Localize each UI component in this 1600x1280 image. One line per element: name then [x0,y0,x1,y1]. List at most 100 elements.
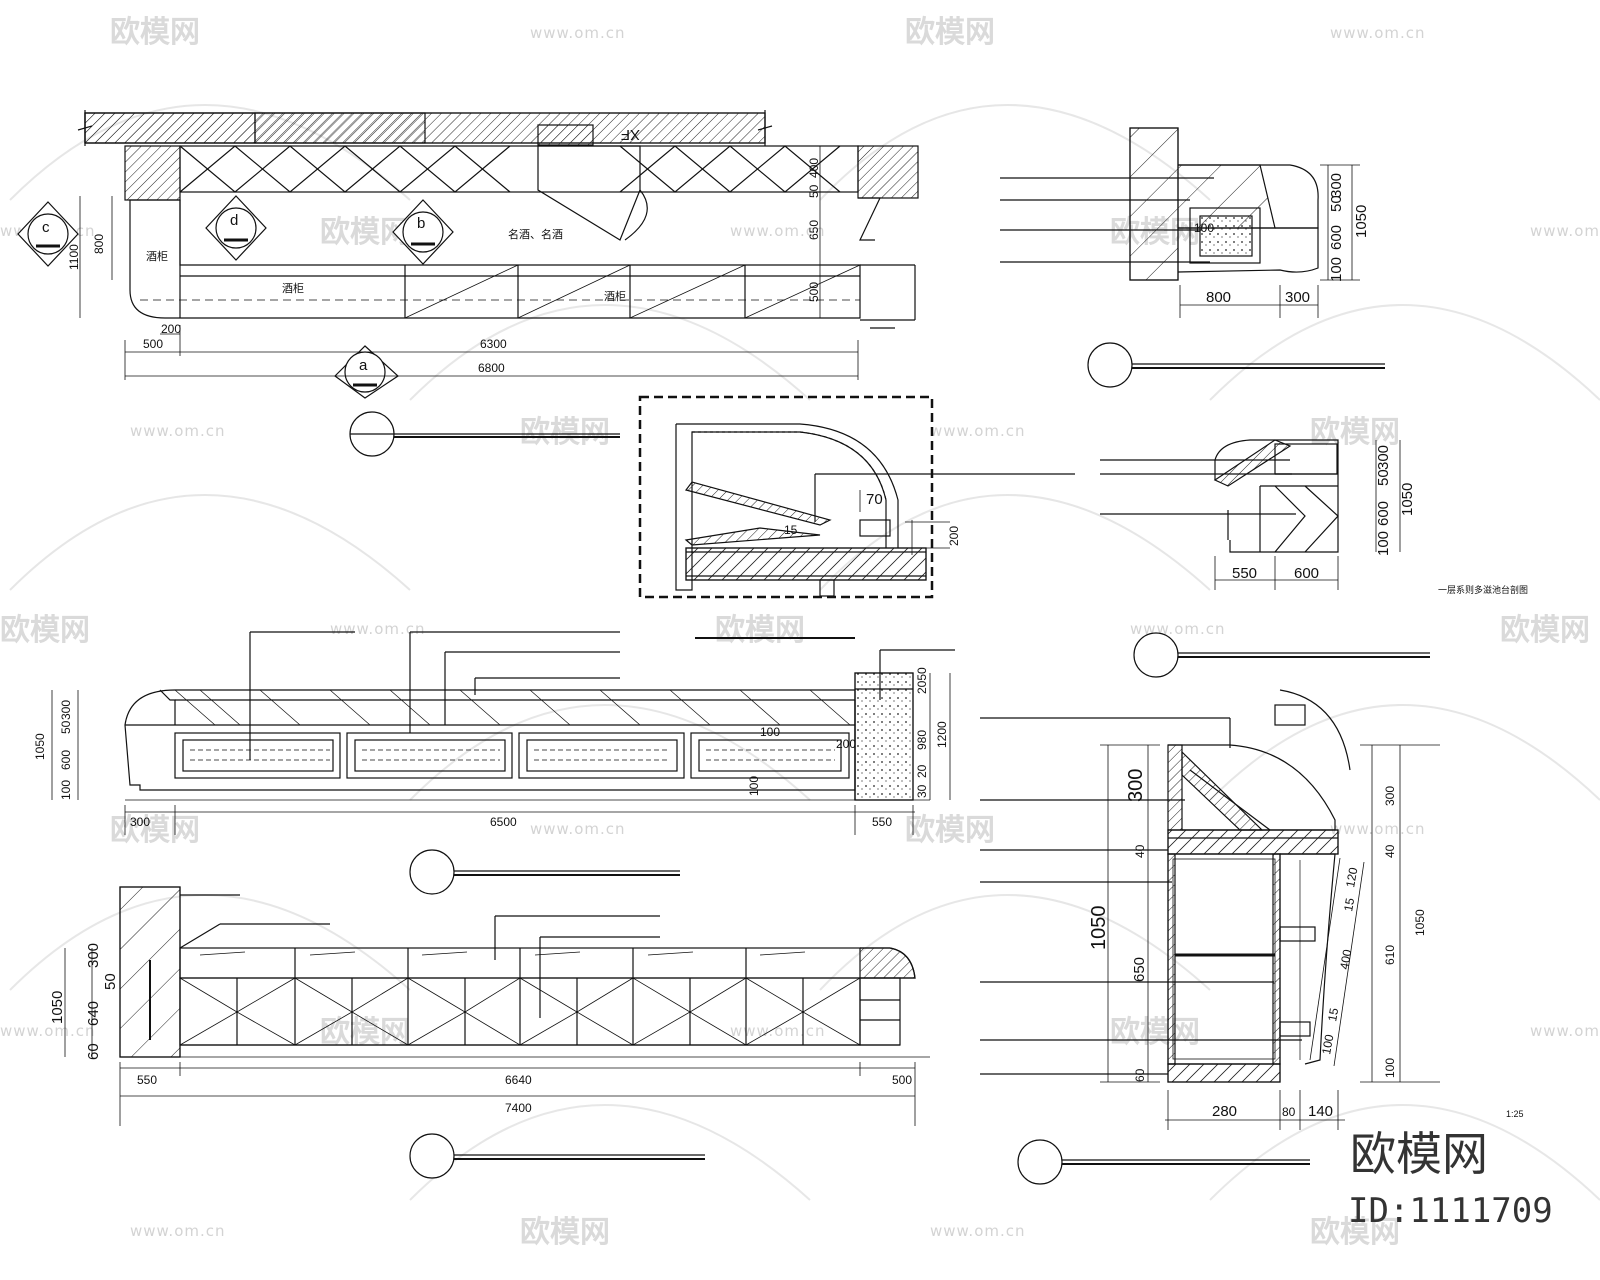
section-marker-b [392,199,454,265]
section-tag-a: a [359,357,368,374]
watermark-logo: 欧模网 [1110,1015,1200,1050]
rear-elevation [64,886,930,1179]
dim-top-b: 50 [807,184,821,198]
watermark-logo: 欧模网 [320,1015,410,1050]
watermark-logo: 欧模网 [110,15,200,50]
dim: 50 [102,973,119,990]
watermark-site: www.om.cn [530,820,626,838]
front-elevation [51,631,955,895]
plan-labels: c d b a 酒柜 名酒、名酒 酒柜 酒柜 XF 6800 6300 500 … [42,126,821,375]
dim: 300 [1375,445,1392,470]
big-section [980,689,1440,1185]
dim: 300 [1328,173,1345,198]
watermark-logo: 欧模网 [1310,1215,1400,1250]
watermark-site: www.om.cn [1530,222,1600,240]
dim: 980 [915,730,929,750]
front-elevation-dims: 300 50 600 100 1050 300 6500 550 2050 98… [33,667,949,829]
dim: 1050 [49,991,66,1024]
big-section-dims: 300 40 1050 650 60 300 40 610 100 1050 1… [1088,769,1524,1120]
dim: 70 [866,491,883,508]
watermark-site: www.om.cn [1130,620,1226,638]
dim: 60 [1133,1068,1147,1082]
dim: 100 [1328,257,1345,282]
watermark-logo: 欧模网 [905,15,995,50]
watermark-site: www.om.cn [730,222,826,240]
dim: 120 [1343,866,1360,888]
dim: 400 [1337,948,1354,970]
watermark-logo: 欧模网 [110,813,200,848]
dim: 550 [872,815,892,829]
cabinet-label: 酒柜 [604,290,626,303]
detail-dims: 70 15 200 [784,491,961,546]
dim-top-c: 650 [807,220,821,240]
watermark-logo: 欧模网 [520,1215,610,1250]
watermark-site: www.om.cn [730,1022,826,1040]
watermark-site: www.om.cn [1330,24,1426,42]
dim: 600 [1328,225,1345,250]
dim: 15 [1341,897,1357,913]
dim: 650 [1131,957,1148,982]
dim: 15 [784,523,798,537]
dim: 80 [1282,1105,1296,1119]
dim: 550 [1232,565,1257,582]
section-tag-c: c [42,219,50,236]
dim: 20 [915,764,929,778]
dim-depth-b: 1100 [67,244,81,270]
brand-stamp: 欧模网 ID:1111709 [1348,1127,1553,1231]
dim: 300 [130,815,150,829]
dim: 200 [947,526,961,546]
cabinet-label: 酒柜 [282,282,304,295]
section-small-b-dims: 300 50 600 100 1050 550 600 一层系则多滋池台剖图 [1232,445,1528,595]
dim: 1050 [1088,906,1110,951]
dim: 15 [1325,1007,1341,1023]
dim: 6640 [505,1073,532,1087]
dim: 600 [1375,501,1392,526]
rear-elevation-dims: 300 50 640 60 1050 550 6640 500 7400 [49,943,912,1115]
cabinet-label: 名酒、名酒 [508,227,563,241]
dim-top-a: 400 [807,158,821,178]
dim: 40 [1133,844,1147,858]
watermark-logo: 欧模网 [1310,415,1400,450]
watermark-site: www.om.cn [1530,1022,1600,1040]
dim: 200 [836,737,856,751]
dim: 40 [1383,844,1397,858]
scale-note: 1:25 [1506,1109,1524,1119]
dim: 2050 [915,667,929,694]
watermark-site: www.om.cn [1330,820,1426,838]
dim: 640 [85,1001,102,1026]
watermark-logo: 欧模网 [715,613,805,648]
front-panels [174,732,850,779]
watermark-site: www.om.cn [0,1022,96,1040]
dim-body: 6300 [480,337,507,351]
dim: 800 [1206,289,1231,306]
brand-name: 欧模网 [1350,1127,1488,1181]
flip-mark: XF [621,126,640,143]
section-marker-a [334,345,399,399]
dim: 100 [1194,221,1214,235]
detail-box [638,395,1075,599]
dim: 50 [59,720,73,734]
dim: 100 [59,780,73,800]
watermark-logo: 欧模网 [905,813,995,848]
cabinet-label: 酒柜 [146,250,168,263]
dim: 100 [1375,531,1392,556]
watermark-layer: 欧模网 www.om.cn 欧模网 www.om.cn 欧模网 www.om.c… [0,15,1600,1250]
dim: 300 [59,700,73,720]
section-marker-c [17,201,79,267]
watermark-site: www.om.cn [930,422,1026,440]
dim: 610 [1383,945,1397,965]
dim: 60 [85,1043,102,1060]
dim: 300 [1285,289,1310,306]
watermark-site: www.om.cn [130,1222,226,1240]
dim: 6500 [490,815,517,829]
section-tag-d: d [230,212,238,229]
dim-depth-a: 800 [92,234,106,254]
watermark-logo: 欧模网 [1500,613,1590,648]
dim: 100 [760,725,780,739]
dim: 1050 [1399,483,1416,516]
section-marker-d [205,195,267,261]
watermark-site: www.om.cn [930,1222,1026,1240]
dim: 7400 [505,1101,532,1115]
